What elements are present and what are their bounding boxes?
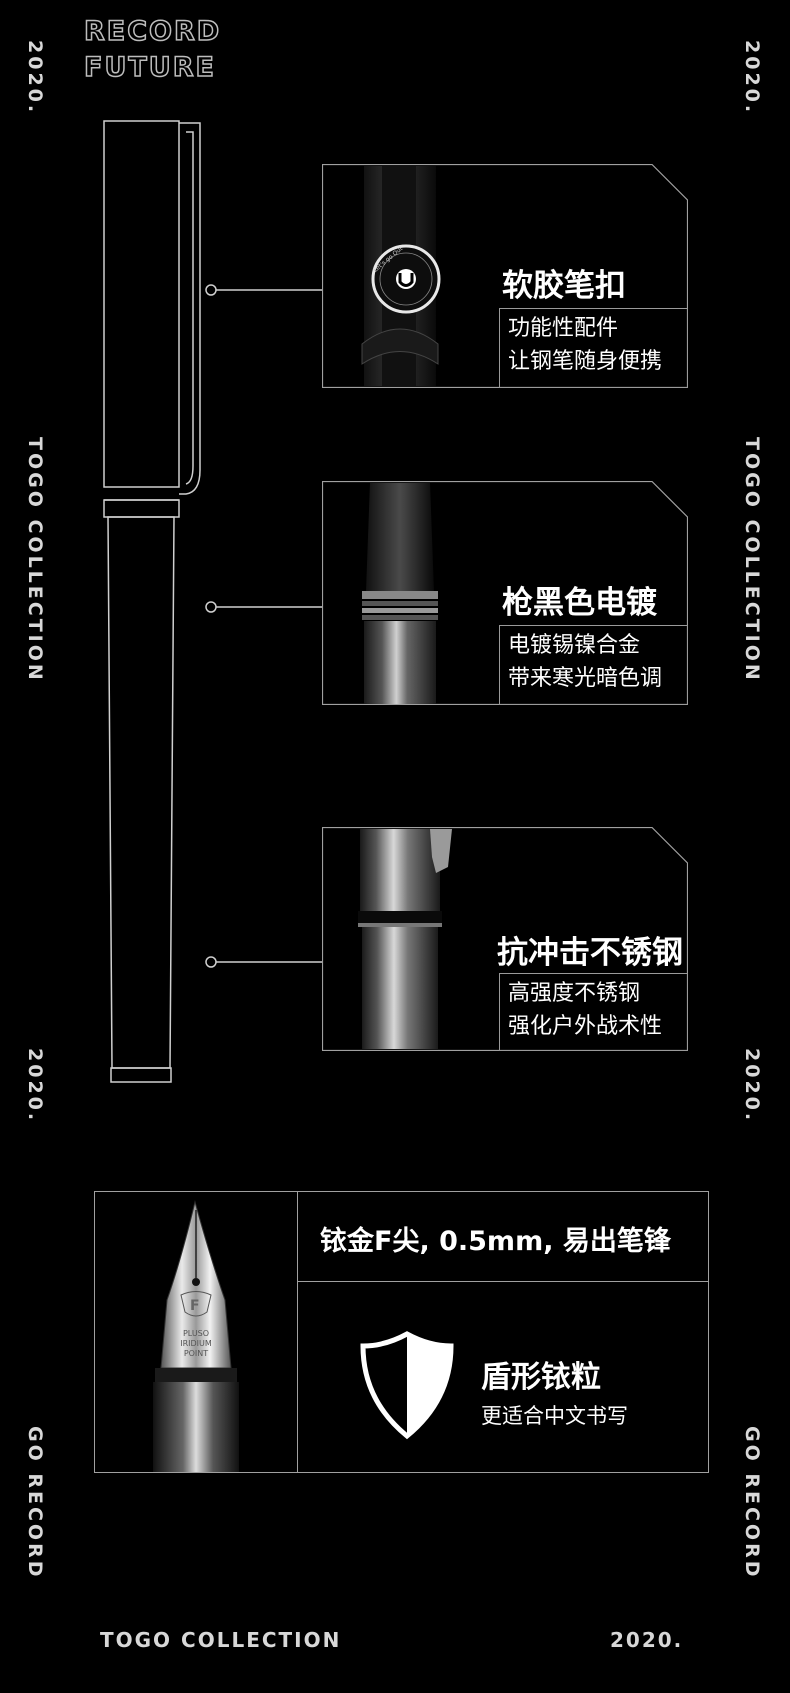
- feature-panel-clip: Let's go Out 软胶笔扣 功能性配件 让钢笔随身便携: [322, 164, 688, 388]
- feature-desc-line: 功能性配件: [508, 316, 619, 341]
- feature-desc-line: 强化户外战术性: [508, 1014, 663, 1039]
- engraving-line: IRIDIUM: [180, 1339, 212, 1348]
- shield-title: 盾形铱粒: [481, 1360, 601, 1395]
- feature-title: 抗冲击不锈钢: [497, 935, 683, 971]
- feature-desc-line: 高强度不锈钢: [508, 981, 641, 1006]
- feature-desc-box: 电镀锡镍合金 带来寒光暗色调: [499, 625, 688, 705]
- logo-line-2: FUTURE: [83, 51, 216, 84]
- feature-desc-line: 带来寒光暗色调: [508, 666, 663, 691]
- engraving-line: PLUSO: [182, 1329, 210, 1338]
- feature-desc-box: 高强度不锈钢 强化户外战术性: [499, 973, 688, 1051]
- feature-panel-plating: 枪黑色电镀 电镀锡镍合金 带来寒光暗色调: [322, 481, 688, 705]
- panel-frame: [322, 827, 688, 1051]
- nib-section: F PLUSO IRIDIUM POINT 铱金F尖, 0.5mm, 易出笔锋 …: [94, 1191, 709, 1473]
- nib-illustration: [153, 1200, 239, 1472]
- divider: [297, 1192, 298, 1472]
- feature-desc-box: 功能性配件 让钢笔随身便携: [499, 308, 688, 388]
- feature-panel-steel: 抗冲击不锈钢 高强度不锈钢 强化户外战术性: [322, 827, 688, 1051]
- feature-desc-line: 让钢笔随身便携: [508, 349, 663, 374]
- feature-title: 软胶笔扣: [502, 268, 626, 304]
- shield-icon: [360, 1331, 454, 1440]
- shield-desc: 更适合中文书写: [481, 1404, 628, 1428]
- feature-title: 枪黑色电镀: [502, 585, 657, 621]
- nib-letter: F: [190, 1298, 200, 1314]
- nib-headline: 铱金F尖, 0.5mm, 易出笔锋: [320, 1226, 671, 1257]
- logo-line-1: RECORD: [83, 15, 222, 48]
- divider: [297, 1281, 708, 1282]
- panel-frame: [322, 164, 688, 388]
- footer-collection: TOGO COLLECTION: [100, 1628, 342, 1652]
- feature-desc-line: 电镀锡镍合金: [508, 633, 641, 658]
- brand-logo: RECORD FUTURE: [83, 14, 222, 86]
- footer-year: 2020.: [610, 1628, 684, 1652]
- panel-frame: [322, 481, 688, 705]
- nib-engraving: PLUSO IRIDIUM POINT: [175, 1329, 217, 1359]
- engraving-line: POINT: [183, 1349, 209, 1358]
